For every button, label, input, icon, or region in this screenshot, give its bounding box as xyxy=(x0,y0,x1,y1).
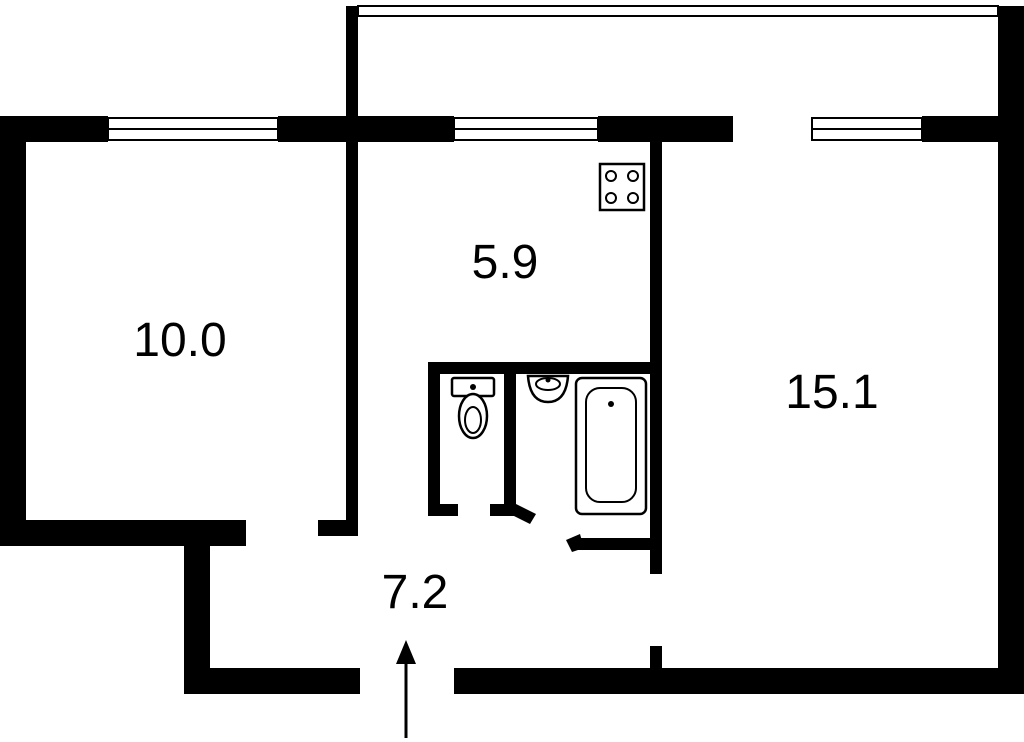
bath-door-stub xyxy=(490,504,516,516)
bath-door-edge xyxy=(566,534,584,552)
top-wall-segment xyxy=(598,116,733,142)
toilet-left-wall xyxy=(428,362,440,516)
room-area-hallway: 7.2 xyxy=(382,566,449,619)
bath-bottom-wall xyxy=(578,538,662,550)
bottom-wall-right xyxy=(454,668,1024,694)
balcony xyxy=(346,5,1024,124)
top-wall-segment xyxy=(278,116,454,142)
right-wall xyxy=(998,116,1024,694)
balcony-wall-left xyxy=(346,6,358,124)
toilet-icon xyxy=(450,376,496,440)
washbasin-icon xyxy=(526,374,570,404)
bath-door-swing xyxy=(510,504,536,524)
walls xyxy=(0,116,1024,694)
toilet-door-stub xyxy=(428,504,458,516)
balcony-railing xyxy=(357,5,999,17)
balcony-wall-right xyxy=(998,6,1024,124)
bedroom-kitchen-partition xyxy=(346,130,358,536)
toilet-bath-partition xyxy=(504,374,516,516)
room-area-kitchen: 5.9 xyxy=(472,236,539,289)
bathroom-top-wall xyxy=(428,362,662,374)
living-door-stub xyxy=(650,646,662,676)
room-area-living-room: 15.1 xyxy=(785,366,878,419)
bottom-wall-left xyxy=(184,668,360,694)
bathtub-icon xyxy=(574,376,648,516)
stove-icon xyxy=(598,162,646,212)
left-wall xyxy=(0,116,26,546)
kitchen-living-partition xyxy=(650,142,662,574)
room-area-bedroom: 10.0 xyxy=(133,314,226,367)
windows xyxy=(107,117,923,141)
hallway-left-wall xyxy=(184,534,210,694)
entrance-arrow-icon xyxy=(396,640,416,738)
